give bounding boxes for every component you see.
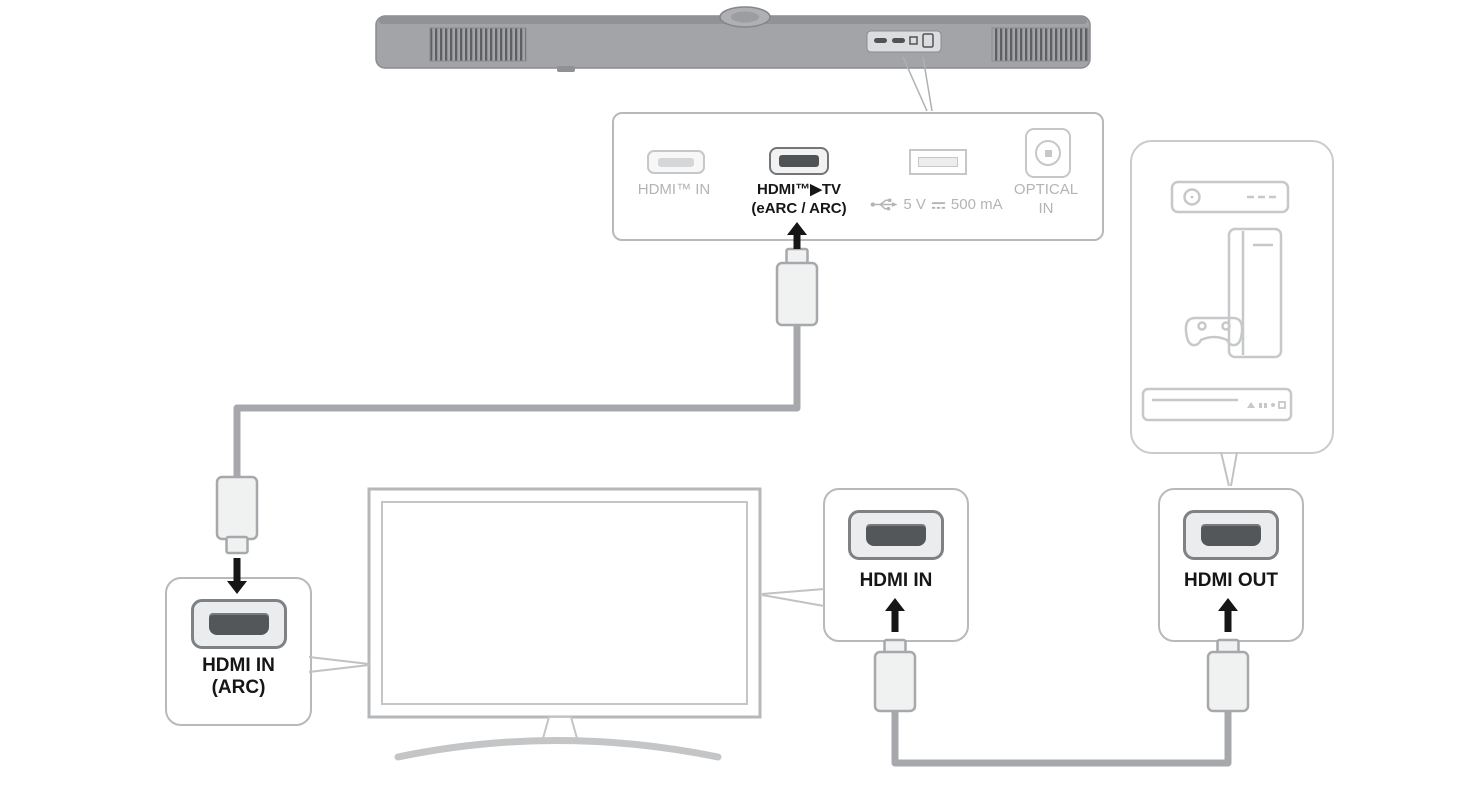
device-hdmi-out-callout: HDMI OUT	[1158, 488, 1304, 642]
device-hdmi-out-label: HDMI OUT	[1184, 570, 1278, 591]
hdmi-plug-to-soundbar	[775, 247, 819, 327]
optical-port-icon	[1025, 128, 1071, 178]
usb-port-icon	[909, 149, 967, 175]
hdmi-port-inner	[866, 524, 926, 546]
hdmi-cable-soundbar-to-tv	[233, 322, 801, 482]
soundbar-knob-icon	[719, 6, 771, 28]
tv-stand-base	[394, 737, 722, 761]
soundbar-foot	[557, 66, 575, 72]
hdmi-plug-to-tv-hdmi-in	[873, 638, 917, 713]
hdmi-tv-port-icon	[769, 147, 829, 175]
hdmi-port-icon	[190, 599, 287, 649]
direction-arrows	[227, 222, 1238, 632]
soundbar-rear-panel: HDMI™ IN HDMI™▶TV (eARC / ARC) 5 V	[612, 112, 1104, 241]
tv-hdmi-in-label: HDMI IN	[859, 570, 933, 591]
usb-voltage-text: 5 V	[903, 196, 926, 213]
callout-line-devices-to-hdmi-out	[1220, 451, 1238, 487]
hdmi-tv-port-label-line2: (eARC / ARC)	[751, 200, 847, 217]
hdmi-in-port-label: HDMI™ IN	[637, 181, 711, 198]
optical-label-line1: OPTICAL	[1013, 181, 1079, 198]
callout-line-tv-to-hdmi-in	[761, 588, 825, 607]
tv-hdmi-in-callout: HDMI IN	[823, 488, 969, 642]
usb-port-label: 5 V 500 mA	[859, 196, 1014, 213]
hdmi-tv-port-label: HDMI™▶TV (eARC / ARC)	[729, 180, 869, 218]
hdmi-in-port-inner	[658, 157, 694, 167]
speaker-grille-right	[991, 27, 1089, 62]
hdmi-port-icon	[1183, 510, 1279, 560]
hdmi-in-port-icon	[647, 150, 705, 174]
tv-arc-label: HDMI IN (ARC)	[167, 655, 310, 699]
hdmi-tv-port-label-line1: HDMI™▶TV	[756, 181, 842, 198]
optical-port-label: OPTICAL IN	[1001, 180, 1091, 218]
usb-current-text: 500 mA	[950, 196, 1003, 213]
tv-screen-inner	[381, 501, 748, 705]
optical-label-line2: IN	[1038, 200, 1054, 217]
hdmi-plug-to-tv-arc	[215, 475, 259, 555]
speaker-grille-left	[429, 27, 527, 62]
soundbar-knob-inner	[731, 11, 759, 23]
soundbar-top-edge	[379, 17, 1087, 24]
hdmi-port-inner	[1201, 524, 1261, 546]
hdmi-port-icon	[848, 510, 944, 560]
soundbar	[375, 6, 1091, 112]
tv-arc-label-line1: HDMI IN	[202, 655, 275, 676]
soundbar-port-recess	[866, 30, 942, 53]
hdmi-cable-device-to-tv	[891, 708, 1232, 767]
hdmi-port-inner	[208, 613, 269, 635]
usb-icon	[871, 198, 898, 211]
callout-line-arc-to-tv	[308, 656, 370, 673]
tv-screen-frame	[367, 487, 762, 719]
hdmi-plug-to-device-hdmi-out	[1206, 638, 1250, 713]
tv-stand-pole	[540, 716, 580, 743]
tv-arc-callout: HDMI IN (ARC)	[165, 577, 312, 726]
usb-port-inner	[918, 157, 958, 167]
tv-arc-label-line2: (ARC)	[211, 677, 266, 698]
dc-symbol-icon	[931, 201, 945, 209]
callout-line-soundbar-to-panel	[902, 56, 933, 112]
optical-port-ring	[1035, 140, 1061, 166]
hdmi-tv-port-inner	[779, 155, 819, 167]
callout-wedges	[308, 451, 1238, 673]
external-devices-group	[1130, 140, 1334, 454]
tv	[367, 487, 762, 761]
